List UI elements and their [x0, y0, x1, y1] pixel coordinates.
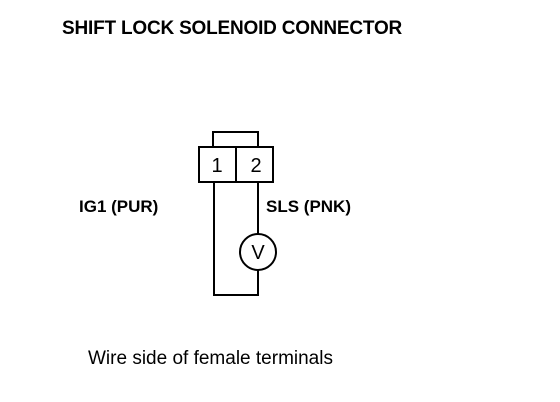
voltmeter-icon: V [239, 233, 277, 271]
pin-1-wire-label: IG1 (PUR) [79, 197, 159, 216]
pin-2-number: 2 [250, 155, 261, 177]
pin-2-wire-label: SLS (PNK) [266, 197, 351, 216]
connector-lock-tab [212, 131, 259, 147]
diagram-caption: Wire side of female terminals [88, 348, 333, 369]
pin-1-number: 1 [211, 155, 222, 177]
diagram-title: SHIFT LOCK SOLENOID CONNECTOR [62, 18, 403, 39]
voltmeter-symbol: V [251, 242, 265, 264]
